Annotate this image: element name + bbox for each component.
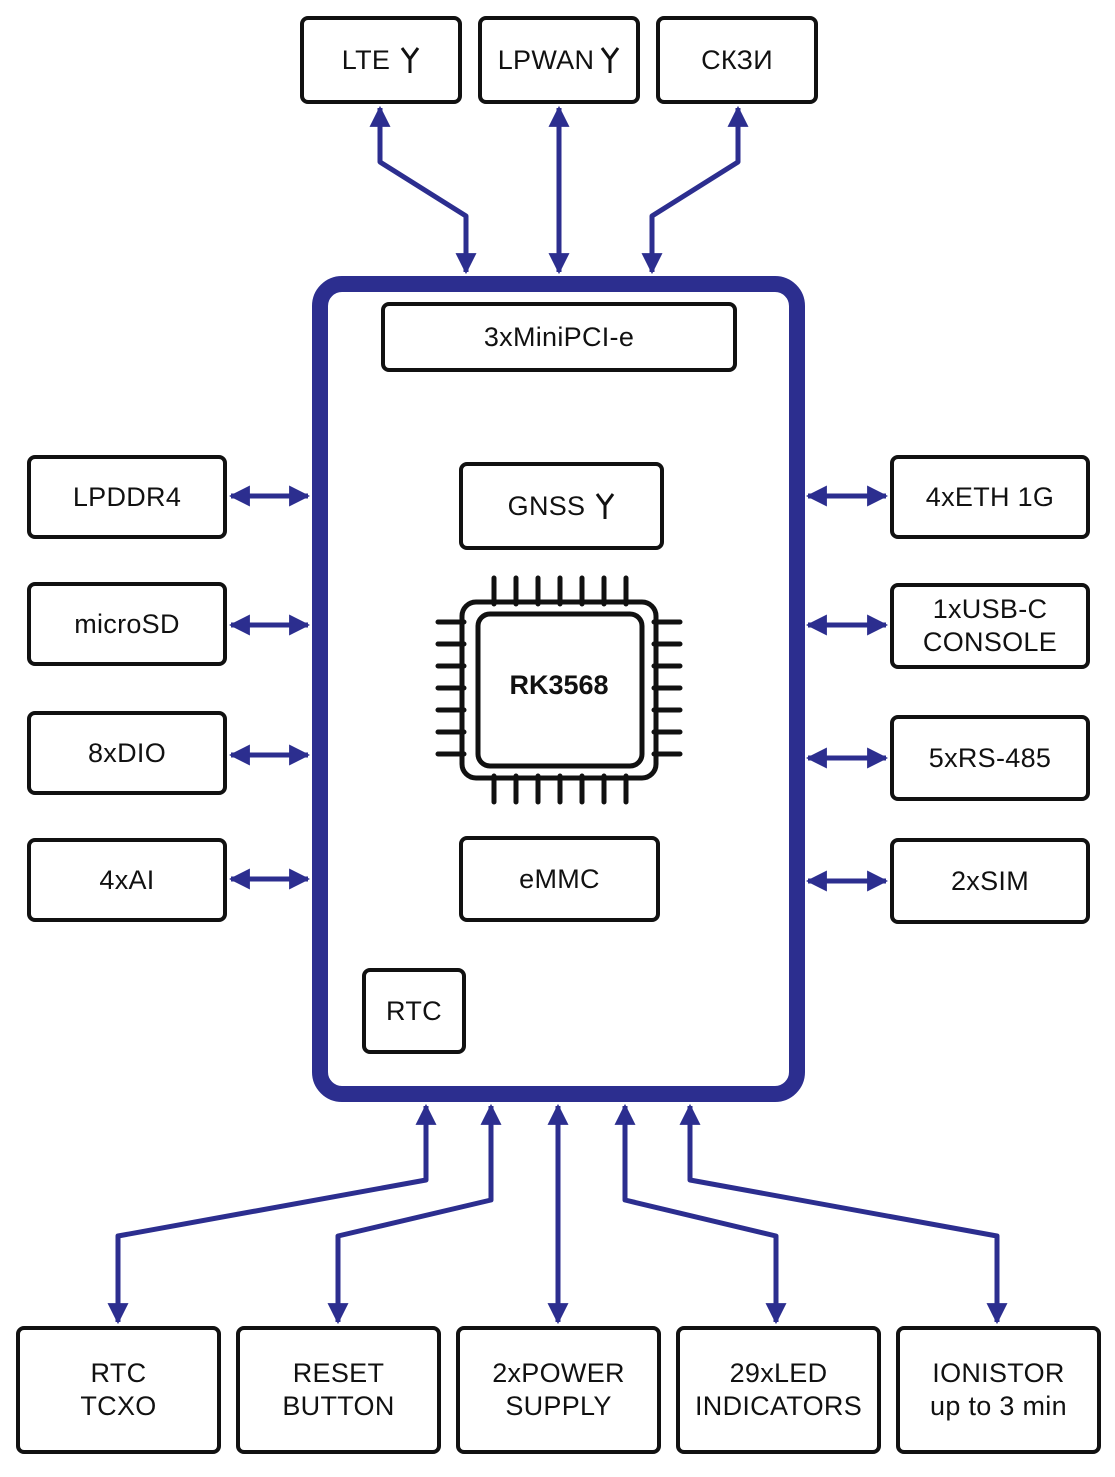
skzi-module: СКЗИ [656,16,818,104]
antenna-icon [601,47,620,73]
rtc-box: RTC [362,968,466,1054]
dio-module: 8xDIO [27,711,227,795]
ionistor-line2: up to 3 min [930,1391,1067,1421]
arrow-rtc-tcxo [107,1103,437,1325]
console-label: CONSOLE [922,627,1058,657]
rs485-module: 5xRS-485 [890,715,1090,801]
gnss-box: GNSS [459,462,664,550]
arrow-reset [327,1103,502,1325]
reset-line1: RESET [292,1358,385,1388]
rtc-tcxo-line2: TCXO [80,1391,157,1421]
lte-module: LTE [300,16,462,104]
antenna-icon [400,47,420,73]
eth-module: 4xETH 1G [890,455,1090,539]
rtc-tcxo-module: RTC TCXO [16,1326,221,1454]
lpddr4-module: LPDDR4 [27,455,227,539]
led-line1: 29xLED [729,1358,828,1388]
arrow-ionistor [679,1103,1008,1325]
led-line2: INDICATORS [694,1391,863,1421]
lpwan-label: LPWAN [497,44,595,75]
ai-label: 4xAI [99,864,155,895]
ionistor-module: IONISTOR up to 3 min [896,1326,1101,1454]
usb-console-module: 1xUSB-C CONSOLE [890,583,1090,669]
microsd-module: microSD [27,582,227,666]
power-supply-module: 2xPOWER SUPPLY [456,1326,661,1454]
arrow-skzi [641,105,749,275]
lpwan-module: LPWAN [478,16,640,104]
arrow-lte [369,105,477,275]
main-board [312,276,805,1102]
cpu-chip-icon [435,575,683,805]
cpu-label: RK3568 [509,670,609,700]
skzi-label: СКЗИ [701,44,773,75]
rs485-label: 5xRS-485 [928,742,1052,773]
power-line2: SUPPLY [505,1391,612,1421]
reset-button-module: RESET BUTTON [236,1326,441,1454]
eth-label: 4xETH 1G [925,481,1055,512]
power-line1: 2xPOWER [492,1358,625,1388]
sim-label: 2xSIM [950,865,1030,896]
lte-label: LTE [341,44,391,75]
arrow-led [614,1103,787,1325]
antenna-icon [596,493,615,519]
minipci-box: 3xMiniPCI-e [381,302,737,372]
ai-module: 4xAI [27,838,227,922]
microsd-label: microSD [74,608,180,639]
usb-label: 1xUSB-C [932,594,1048,624]
gnss-label: GNSS [507,490,586,521]
rtc-tcxo-line1: RTC [90,1358,147,1388]
emmc-box: eMMC [459,836,660,922]
ionistor-line1: IONISTOR [932,1358,1065,1388]
lpddr4-label: LPDDR4 [72,481,182,512]
sim-module: 2xSIM [890,838,1090,924]
dio-label: 8xDIO [87,737,167,768]
reset-line2: BUTTON [282,1391,395,1421]
led-indicators-module: 29xLED INDICATORS [676,1326,881,1454]
emmc-label: eMMC [519,863,600,894]
rtc-label: RTC [386,995,442,1026]
minipci-label: 3xMiniPCI-e [483,321,635,352]
